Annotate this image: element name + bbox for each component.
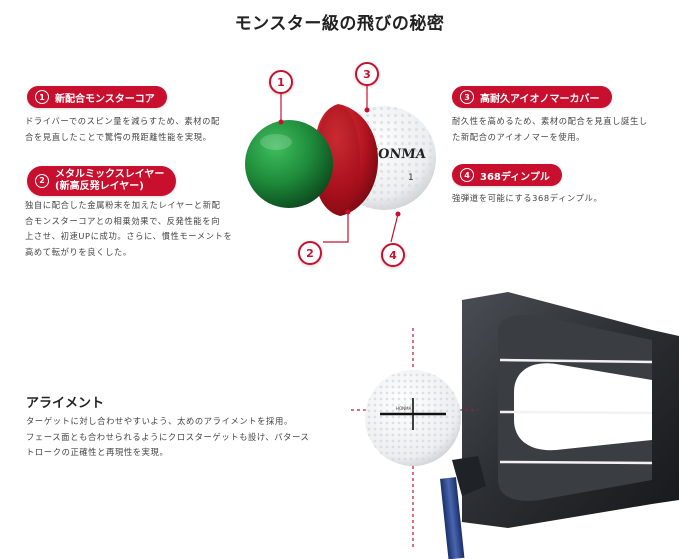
feature-2-desc-line: 高めて転がりを良くした。 [25,246,132,257]
feature-3-desc-line: 耐久性を高めるため、素材の配合を見直し誕生し [452,116,648,126]
feature-2-desc-line: 上させ、初速UPに成功。さらに、慣性モーメントを [25,231,233,241]
feature-4-badge: 4 368ディンプル [452,164,562,186]
feature-4-description: 強弾道を可能にする368ディンプル。 [452,191,602,207]
page-title: モンスター級の飛びの秘密 [234,14,445,34]
alignment-desc-line: フェース面とも合わせられるようにクロスターゲットも設け、パタース [26,431,310,442]
callout-1: 1 [269,70,293,94]
feature-4-label: 368ディンプル [480,171,550,183]
alignment-desc-line: トロークの正確性と再現性を実現。 [26,447,169,457]
golf-ball: HONMA [365,370,461,466]
feature-1-desc-line: ドライバーでのスピン量を減らすため、素材の配 [25,116,220,126]
feature-3-number: 3 [460,90,474,104]
feature-4-desc-line: 強弾道を可能にする368ディンプル。 [452,193,603,203]
feature-3-description: 耐久性を高めるため、素材の配合を見直し誕生し た新配合のアイオノマーを使用。 [452,114,648,145]
callout-3: 3 [355,62,379,86]
feature-1-desc-line: 合を見直したことで驚愕の飛距離性能を実現。 [25,131,212,142]
feature-1-number: 1 [35,90,49,104]
feature-2-description: 独自に配合した金属粉末を加えたレイヤーと新配 合モンスターコアとの相乗効果で、反… [25,198,232,260]
feature-4-number: 4 [460,168,474,182]
feature-2-label: メタルミックスレイヤー [55,169,165,180]
putter-head [452,292,679,528]
svg-text:HONMA: HONMA [396,406,412,411]
feature-2-sublabel: (新高反発レイヤー) [55,181,144,192]
alignment-description: ターゲットに対し合わせやすいよう、太めのアライメントを採用。 フェース面とも合わ… [26,414,309,461]
feature-3-badge: 3 高耐久アイオノマーカバー [452,86,612,108]
callout-4: 4 [381,243,405,267]
feature-1-label: 新配合モンスターコア [55,93,155,105]
alignment-desc-line: ターゲットに対し合わせやすいよう、太めのアライメントを採用。 [26,416,293,426]
callout-2: 2 [298,241,322,265]
feature-3-desc-line: た新配合のアイオノマーを使用。 [452,131,586,142]
putter-shaft [440,477,465,559]
feature-2-desc-line: 合モンスターコアとの相乗効果で、反発性能を向 [25,215,220,226]
alignment-title: アライメント [26,396,105,411]
feature-3-label: 高耐久アイオノマーカバー [480,93,600,105]
feature-2-desc-line: 独自に配合した金属粉末を加えたレイヤーと新配 [25,200,221,210]
feature-2-number: 2 [35,174,49,188]
feature-1-description: ドライバーでのスピン量を減らすため、素材の配 合を見直したことで驚愕の飛距離性能… [25,114,220,145]
feature-2-badge: 2 メタルミックスレイヤー (新高反発レイヤー) [27,166,177,196]
feature-1-badge: 1 新配合モンスターコア [27,86,167,108]
